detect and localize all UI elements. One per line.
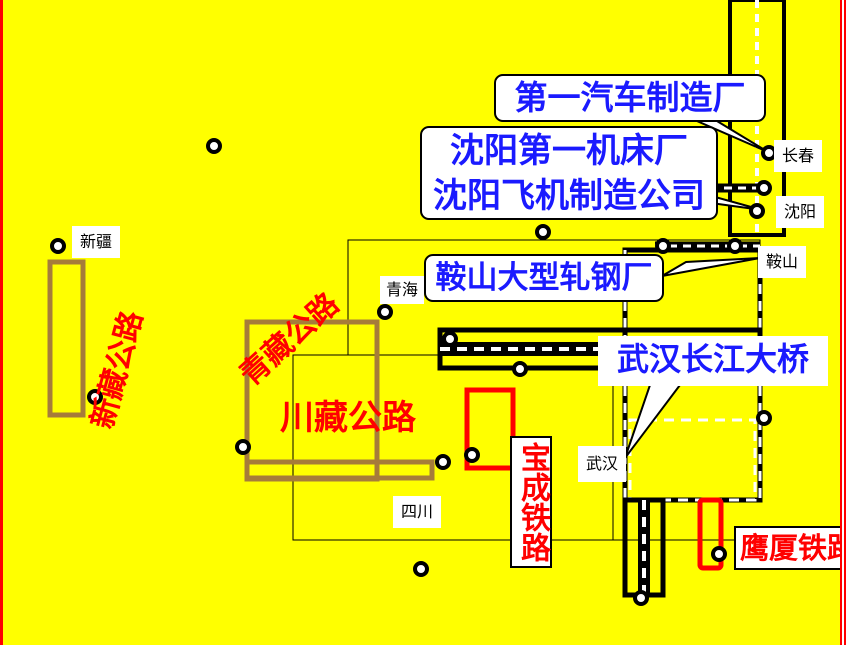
city-marker-yingxia[interactable] — [711, 546, 727, 562]
label-sichuan: 四川 — [393, 496, 442, 528]
outline-central-region — [292, 354, 614, 541]
city-marker-6[interactable] — [442, 331, 458, 347]
callout-wuhan-bridge: 武汉长江大桥 — [598, 336, 828, 386]
city-marker-7[interactable] — [512, 361, 528, 377]
label-anshan: 鞍山 — [758, 246, 807, 278]
highway-chuanzang — [244, 459, 435, 481]
city-marker-4[interactable] — [413, 561, 429, 577]
city-marker-qinghai[interactable] — [377, 304, 393, 320]
city-marker-shenyang-2[interactable] — [749, 203, 765, 219]
railway-yingxia-outline — [697, 497, 724, 571]
city-marker-9[interactable] — [756, 410, 772, 426]
label-shenyang: 沈阳 — [776, 196, 825, 228]
city-marker-10[interactable] — [633, 590, 649, 606]
city-marker-baocheng[interactable] — [464, 447, 480, 463]
callout-shenyang-machine-tool: 沈阳第一机床厂 — [450, 131, 688, 171]
railway-label-yingxia: 鹰厦铁路 — [734, 526, 860, 570]
city-marker-5[interactable] — [535, 224, 551, 240]
highway-xinzang — [47, 259, 86, 418]
label-changchun: 长春 — [774, 140, 823, 172]
city-marker-3[interactable] — [235, 439, 251, 455]
city-marker-1[interactable] — [206, 138, 222, 154]
callout-shenyang-aircraft: 沈阳飞机制造公司 — [433, 176, 705, 216]
railway-baocheng-outline — [464, 387, 516, 471]
railway-label-baocheng: 宝成铁路 — [510, 436, 552, 568]
label-qinghai: 青海 — [380, 276, 425, 304]
city-marker-anshan[interactable] — [727, 238, 743, 254]
frame-right-border — [840, 0, 860, 645]
city-marker-shenyang-1[interactable] — [756, 180, 772, 196]
callout-anshan-steel: 鞍山大型轧钢厂 — [424, 254, 664, 302]
callout-tail-anshan — [661, 257, 761, 277]
label-wuhan: 武汉 — [578, 446, 627, 482]
city-marker-sichuan[interactable] — [435, 454, 451, 470]
callout-first-auto-works: 第一汽车制造厂 — [494, 74, 766, 122]
city-marker-2[interactable] — [87, 389, 103, 405]
callout-shenyang-group: 沈阳第一机床厂 沈阳飞机制造公司 — [420, 126, 718, 220]
road-label-chuanzang: 川藏公路 — [280, 398, 416, 438]
frame-left-border — [0, 0, 3, 645]
city-marker-xinjiang[interactable] — [50, 238, 66, 254]
railway-wuhan-inner-loop — [628, 418, 757, 502]
label-xinjiang: 新疆 — [72, 226, 121, 258]
city-marker-8[interactable] — [655, 238, 671, 254]
